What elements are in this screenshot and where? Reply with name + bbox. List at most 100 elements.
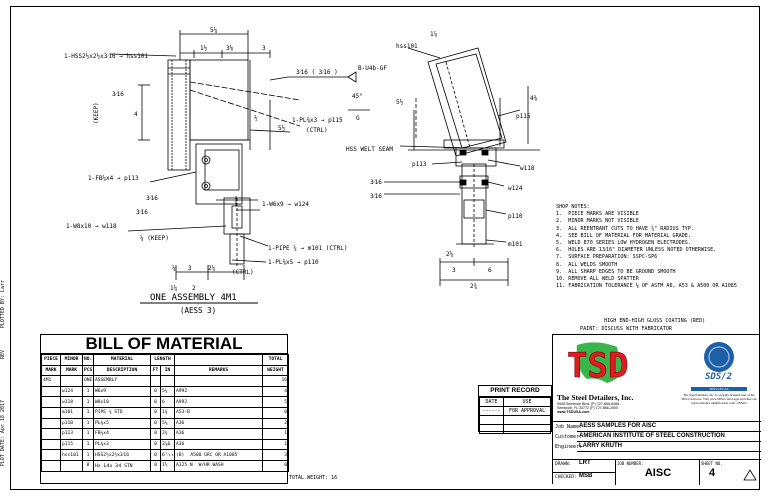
- divider: [553, 421, 761, 422]
- bom-cell: 1½: [159, 459, 176, 472]
- drawn-by: LRT: [579, 460, 591, 466]
- bom-col-in: IN: [159, 364, 176, 377]
- bom-cell: 0: [150, 396, 161, 408]
- dim-bottom-2: 3: [188, 265, 192, 272]
- bom-cell: [60, 459, 83, 472]
- label-p115-right: p115: [516, 113, 531, 120]
- bom-cell: 1: [82, 438, 94, 451]
- notes-heading: SHOP NOTES:: [556, 204, 590, 210]
- print-record-use: FOR APPROVAL: [503, 406, 551, 416]
- sds-logo: SDS/2: [704, 342, 734, 382]
- note-item: 1. PIECE MARKS ARE VISIBLE: [556, 211, 639, 218]
- bom-cell: 0: [150, 428, 161, 440]
- divider: [615, 459, 616, 485]
- bom-cell: [60, 375, 83, 387]
- bom-cell: [41, 438, 61, 451]
- label-keep-2: ¼ (KEEP): [140, 235, 169, 242]
- label-m101-right: m101: [508, 241, 523, 248]
- bom-cell: 2¾: [159, 428, 176, 440]
- tsd-logo-text: TSD: [567, 346, 628, 386]
- print-record-empty: [478, 415, 505, 425]
- label-w118-right: w118: [520, 165, 535, 172]
- dim-right-1: ½: [254, 115, 258, 122]
- bom-cell: 1: [82, 428, 94, 440]
- bom-cell: 0: [262, 406, 290, 419]
- bom-remark-extra: W/HR WASH: [198, 463, 224, 469]
- engineer-name: LARRY KRUTH: [579, 443, 622, 449]
- bom-cell: W8x10: [93, 396, 151, 408]
- bom-cell: 8: [82, 459, 94, 472]
- job-number-label: JOB NUMBER:: [617, 461, 644, 466]
- print-record-date: ------: [478, 406, 505, 416]
- job-label: Job Name:: [555, 424, 583, 430]
- divider: [699, 459, 700, 485]
- bom-cell: 1: [82, 406, 94, 419]
- bom-cell: 0: [150, 406, 161, 419]
- divider: [553, 472, 615, 473]
- sheet-number-label: SHEET NO.: [701, 461, 723, 466]
- bom-cell: 1¾: [159, 406, 176, 419]
- bom-cell: 5¼: [159, 385, 176, 398]
- note-item: 10. REMOVE ALL WELD SPATTER: [556, 276, 639, 283]
- company-address-2: Seminole, FL 33772 (F) 727-866-2900: [557, 406, 618, 410]
- bom-col-minor-mark: MARK: [60, 364, 83, 377]
- weld-316-a: 3⁄16: [112, 91, 124, 98]
- bom-cell: 16: [262, 375, 290, 387]
- bom-col-description: DESCRIPTION: [93, 364, 151, 377]
- bom-cell: 5⅛: [159, 417, 176, 430]
- bom-cell: A992: [174, 385, 264, 398]
- bom-cell: 2: [262, 417, 290, 430]
- bom-cell: w118: [60, 396, 83, 408]
- bom-cell: hss101: [60, 449, 83, 461]
- bom-cell: 5: [262, 396, 290, 408]
- bom-cell: A36: [174, 428, 264, 440]
- bom-col-weight: WEIGHT: [262, 364, 290, 377]
- bom-col-piece: PIECE: [41, 354, 61, 366]
- bom-title: BILL OF MATERIAL: [41, 335, 287, 354]
- bom-cell: 4M1: [41, 375, 61, 387]
- checked-label: CHECKED:: [555, 475, 577, 480]
- bom-col-blank: [174, 354, 264, 366]
- bom-cell: p110: [60, 417, 83, 430]
- paint-note: PAINT: DISCUSS WITH FABRICATOR: [580, 326, 673, 332]
- label-ctrl-1: (CTRL): [306, 127, 328, 134]
- bom-cell: m101: [60, 406, 83, 419]
- bom-col-length: LENGTH: [149, 354, 176, 366]
- bom-cell: 0: [150, 438, 161, 451]
- tsd-logo-area: TSD The Steel Detailers, Inc. 9945 Semin…: [557, 339, 679, 419]
- bom-cell: PL⅜x3: [93, 438, 151, 451]
- florida-shape-icon: [576, 342, 627, 383]
- label-w124-right: w124: [508, 185, 523, 192]
- label-pipe: 1-PIPE ¾ → m101 (CTRL): [268, 245, 347, 252]
- customer-label: Customer:: [555, 434, 583, 440]
- weld-316-c: 3⁄16: [136, 209, 148, 216]
- print-record-col-use: USE: [503, 397, 551, 407]
- label-hss101: 1-HSS2½x2½x3⁄16 → hss101: [64, 53, 148, 60]
- checked-by: MSB: [579, 473, 593, 479]
- dim-right-2-1-4: 2¼: [446, 251, 454, 258]
- label-hss101-right: hss101: [396, 43, 418, 50]
- weld-316-b: 3⁄16: [146, 195, 158, 202]
- dim-bottom-3: 2¼: [208, 265, 216, 272]
- bom-cell: [41, 417, 61, 430]
- dim-bottom-4: 1¼: [170, 285, 178, 292]
- note-item: 3. ALL REENTRANT CUTS TO HAVE ¾" RADIUS …: [556, 225, 695, 232]
- dim-3: 3: [262, 45, 266, 52]
- bom-cell: 1: [262, 438, 290, 451]
- bom-cell: 3: [262, 449, 290, 461]
- sds-brand: SDS/2: [705, 372, 732, 382]
- bom-col-pcs: PCS: [82, 364, 94, 377]
- coating-note: HIGH END-HIGH GLOSS COATING (RED): [604, 318, 706, 324]
- note-item: 6. HOLES ARE 13⁄16" DIAMETER UNLESS NOTE…: [556, 247, 717, 254]
- note-item: 4. SEE BILL OF MATERIAL FOR MATERIAL GRA…: [556, 232, 691, 239]
- note-item: 2. MINOR MARKS NOT VISIBLE: [556, 218, 639, 225]
- bom-cell: 0: [262, 459, 290, 472]
